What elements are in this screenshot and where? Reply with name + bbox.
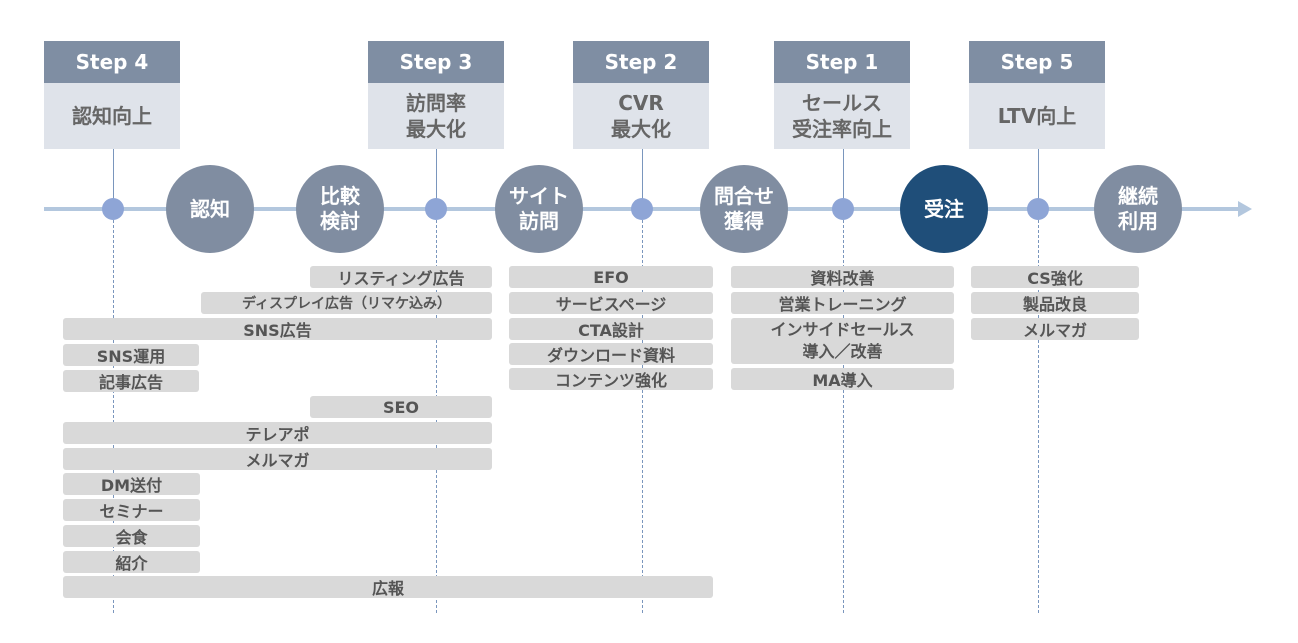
measure-listing-ads: リスティング広告 (310, 266, 492, 288)
stage-label: 問合せ (714, 184, 774, 208)
measure-mail-magazine-cs: メルマガ (971, 318, 1139, 340)
measure-article-ads: 記事広告 (63, 370, 199, 392)
step-goal: セールス 受注率向上 (774, 83, 910, 149)
measure-product: 製品改良 (971, 292, 1139, 314)
stage-site-visit: サイト 訪問 (495, 165, 583, 253)
measure-sns-ads: SNS広告 (63, 318, 492, 340)
timeline-arrowhead (1238, 201, 1252, 217)
stage-label: 利用 (1118, 209, 1158, 233)
step-goal: 認知向上 (44, 83, 180, 149)
step1-guide-line (843, 149, 844, 209)
measure-cs: CS強化 (971, 266, 1139, 288)
step-goal-line: 最大化 (406, 117, 466, 141)
step1-guide-line-dashed (843, 220, 844, 613)
step-goal-line: セールス (802, 91, 882, 115)
measure-inside-sales: インサイドセールス 導入／改善 (731, 318, 954, 364)
step2-guide-line-dashed (642, 220, 643, 613)
step-header: Step 3 (368, 41, 504, 83)
measure-dinner: 会食 (63, 525, 200, 547)
step-goal: CVR 最大化 (573, 83, 709, 149)
measure-referral: 紹介 (63, 551, 200, 573)
stage-order: 受注 (900, 165, 988, 253)
measure-teleapo: テレアポ (63, 422, 492, 444)
stage-awareness: 認知 (166, 165, 254, 253)
stage-inquiry: 問合せ 獲得 (700, 165, 788, 253)
stage-label: 認知 (190, 196, 230, 221)
step4-guide-line-dashed (113, 220, 114, 613)
measure-efo: EFO (509, 266, 713, 288)
step5-dot (1027, 198, 1049, 220)
measure-seo: SEO (310, 396, 492, 418)
step-goal-line: CVR (618, 91, 664, 115)
stage-retention: 継続 利用 (1094, 165, 1182, 253)
step2-guide-line (642, 149, 643, 209)
measure-sns-operation: SNS運用 (63, 344, 199, 366)
measure-cta: CTA設計 (509, 318, 713, 340)
stage-label: 継続 (1118, 184, 1158, 208)
measure-mail-magazine: メルマガ (63, 448, 492, 470)
measure-service-page: サービスページ (509, 292, 713, 314)
measure-sales-training: 営業トレーニング (731, 292, 954, 314)
step-goal-line: LTV向上 (997, 104, 1077, 128)
stage-label: 獲得 (724, 209, 764, 233)
measure-material: 資料改善 (731, 266, 954, 288)
measure-line: インサイドセールス (770, 319, 915, 339)
measure-ma: MA導入 (731, 368, 954, 390)
step4-dot (102, 198, 124, 220)
stage-label: 訪問 (519, 209, 559, 233)
step-header: Step 4 (44, 41, 180, 83)
step-goal: LTV向上 (969, 83, 1105, 149)
step1-dot (832, 198, 854, 220)
measure-pr: 広報 (63, 576, 713, 598)
stage-label: 受注 (924, 196, 964, 221)
step5-guide-line (1038, 149, 1039, 209)
step-goal-line: 最大化 (611, 117, 671, 141)
measure-line: 導入／改善 (802, 342, 883, 361)
step3-guide-line (436, 149, 437, 209)
stage-label: 検討 (320, 209, 360, 233)
step-header: Step 2 (573, 41, 709, 83)
step4-guide-line (113, 149, 114, 209)
measure-download: ダウンロード資料 (509, 343, 713, 365)
measure-dm: DM送付 (63, 473, 200, 495)
step3-dot (425, 198, 447, 220)
step-goal-line: 認知向上 (72, 104, 152, 128)
stage-label: 比較 (320, 184, 360, 208)
step-goal-line: 訪問率 (406, 91, 466, 115)
measure-display-ads: ディスプレイ広告（リマケ込み） (201, 292, 492, 314)
measure-content: コンテンツ強化 (509, 368, 713, 390)
stage-comparison: 比較 検討 (296, 165, 384, 253)
step-goal-line: 受注率向上 (792, 117, 892, 141)
step-header: Step 5 (969, 41, 1105, 83)
stage-label: サイト (509, 184, 569, 208)
measure-seminar: セミナー (63, 499, 200, 521)
step5-guide-line-dashed (1038, 220, 1039, 613)
step2-dot (631, 198, 653, 220)
step-header: Step 1 (774, 41, 910, 83)
step-goal: 訪問率 最大化 (368, 83, 504, 149)
